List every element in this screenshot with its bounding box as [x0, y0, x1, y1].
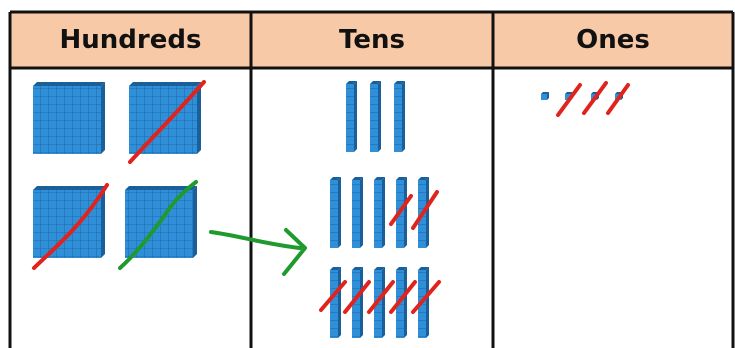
hundred-block [129, 82, 201, 154]
header-band [10, 12, 733, 68]
hundred-block [33, 186, 105, 258]
hundreds-blocks [32, 80, 206, 270]
ten-rod [396, 267, 407, 338]
ten-rod [370, 81, 381, 152]
hundred-block [33, 82, 105, 154]
red-strike [128, 80, 206, 164]
ten-rod [330, 177, 341, 248]
red-strike [582, 81, 608, 115]
table-grid [8, 10, 735, 348]
red-strike [32, 183, 109, 270]
red-strike [319, 280, 347, 312]
red-strike [389, 280, 417, 314]
ten-rod [330, 267, 341, 338]
ten-rod [352, 267, 363, 338]
tens-rods [319, 81, 441, 338]
red-strike [343, 280, 371, 314]
red-strike [606, 83, 630, 115]
header-hundreds: Hundreds [59, 25, 202, 55]
red-strike [367, 280, 395, 314]
red-strike [556, 83, 582, 117]
regroup-arrow [209, 228, 307, 276]
red-strike [411, 190, 439, 230]
one-cube [541, 92, 549, 100]
red-strike [411, 280, 441, 314]
ten-rod [394, 81, 405, 152]
ten-rod [374, 177, 385, 248]
ten-rod [346, 81, 357, 152]
ten-rod [352, 177, 363, 248]
ones-cubes [541, 81, 630, 117]
ten-rod [374, 267, 385, 338]
red-strike [389, 194, 413, 226]
header-tens: Tens [339, 25, 405, 55]
header-ones: Ones [576, 25, 650, 55]
green-strike [118, 180, 198, 270]
